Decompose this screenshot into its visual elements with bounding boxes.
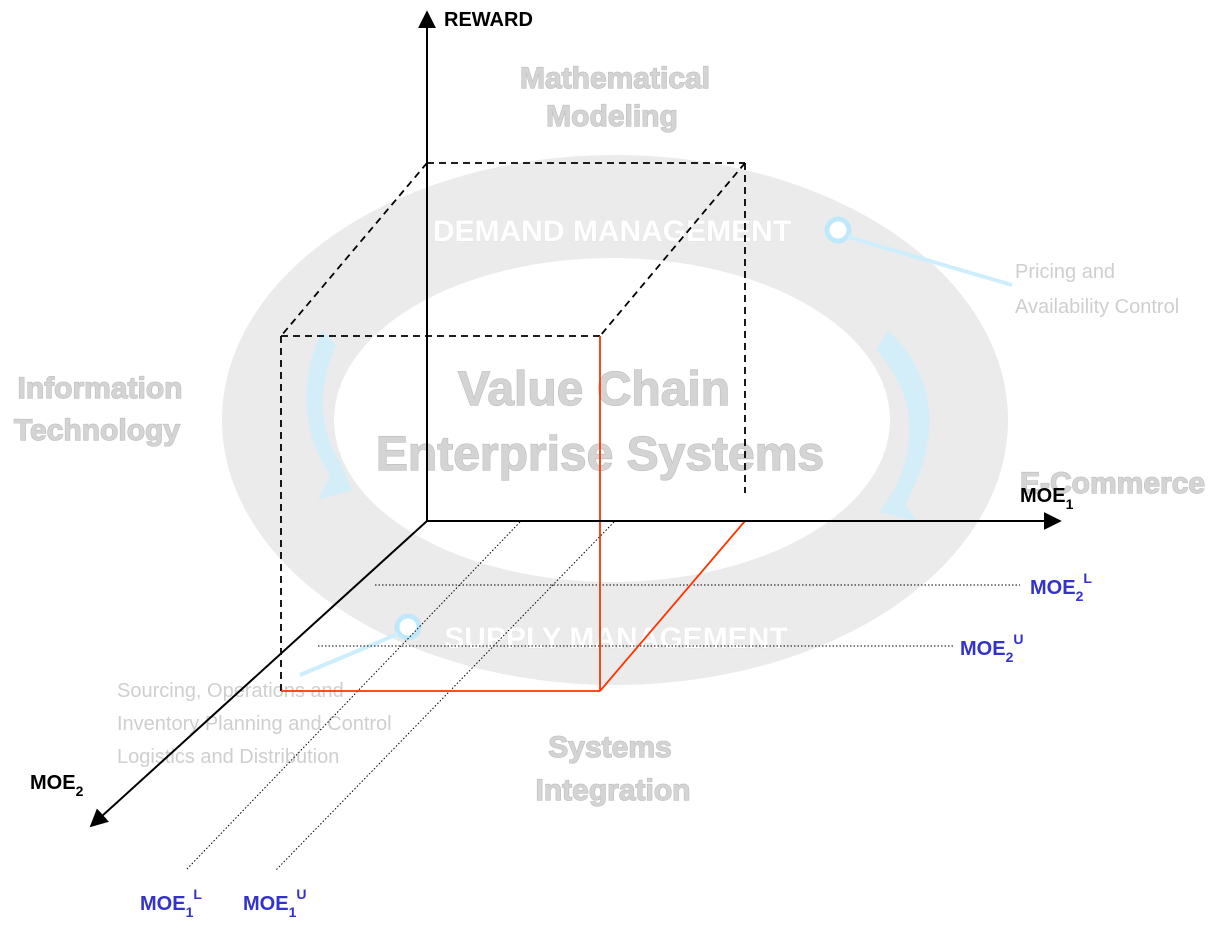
moe2-upper-base: MOE: [960, 638, 1006, 660]
wm-supply: SUPPLY MANAGEMENT: [444, 622, 787, 655]
supply-connector-dot-icon: [397, 616, 419, 638]
supply-connector-line: [300, 634, 398, 675]
wm-center-line1: Value Chain: [458, 363, 730, 416]
moe2-lower-sup: L: [1083, 570, 1092, 586]
moe1-axis-base: MOE: [1020, 485, 1066, 507]
wm-pricing-line2: Availability Control: [1015, 296, 1179, 318]
moe1-lower-base: MOE: [140, 893, 186, 915]
moe1-upper-sub: 1: [289, 904, 297, 920]
wm-sourcing-line3: Logistics and Distribution: [117, 746, 339, 768]
moe2-upper-sub: 2: [1006, 649, 1014, 665]
moe1-upper-base: MOE: [243, 893, 289, 915]
moe2-axis-sub: 2: [76, 783, 84, 799]
moe1-lower-sup: L: [193, 886, 202, 902]
reward-axis-label: REWARD: [444, 9, 533, 31]
moe1-lower-label: MOE1 L: [140, 886, 202, 920]
moe1-axis-label: MOE1: [1020, 485, 1074, 512]
moe2-upper-sup: U: [1013, 631, 1023, 647]
demand-connector-dot-icon: [827, 219, 849, 241]
wm-left-line1: Information: [18, 372, 183, 405]
wm-sourcing-line2: Inventory Planning and Control: [117, 713, 392, 735]
wm-top-line2: Modeling: [546, 100, 678, 133]
watermark-ring-inner: [334, 258, 890, 582]
wm-left-line2: Technology: [14, 414, 180, 447]
wm-bottom-line1: Systems: [548, 731, 671, 764]
wm-bottom-line2: Integration: [536, 774, 691, 807]
wm-top-line1: Mathematical: [520, 62, 710, 95]
moe1-upper-sup: U: [296, 886, 306, 902]
moe1-axis-sub: 1: [1066, 496, 1074, 512]
moe1-lower-sub: 1: [186, 904, 194, 920]
moe2-lower-sub: 2: [1076, 588, 1084, 604]
moe2-lower-base: MOE: [1030, 577, 1076, 599]
moe2-axis: [91, 521, 427, 826]
moe2-axis-label: MOE2: [30, 772, 84, 799]
wm-pricing-line1: Pricing and: [1015, 261, 1115, 283]
moe1-upper-label: MOE1 U: [243, 886, 306, 920]
wm-demand: DEMAND MANAGEMENT: [433, 215, 791, 248]
moe2-lower-label: MOE2 L: [1030, 570, 1092, 604]
background-watermark: Mathematical Modeling DEMAND MANAGEMENT …: [14, 62, 1205, 807]
moe2-upper-label: MOE2 U: [960, 631, 1023, 665]
moe2-axis-base: MOE: [30, 772, 76, 794]
